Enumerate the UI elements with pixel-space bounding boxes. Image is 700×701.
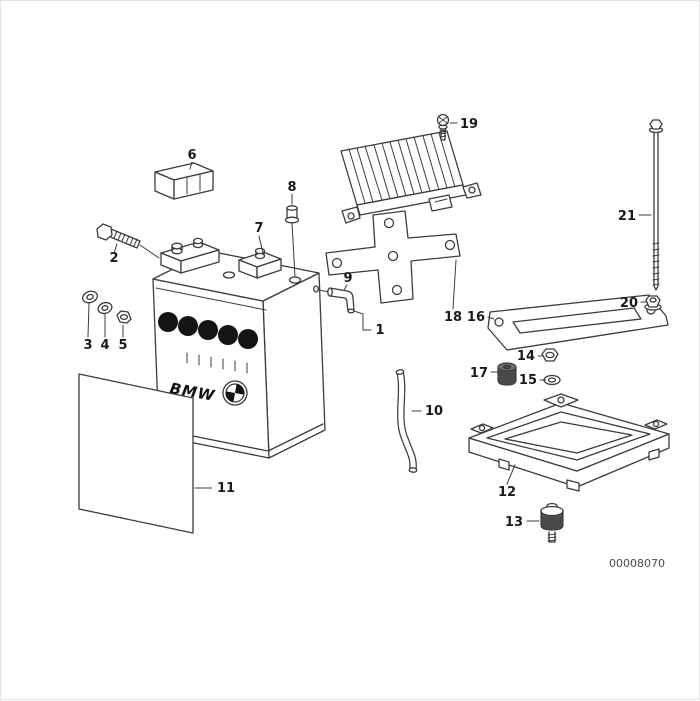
nut-5 — [116, 310, 132, 324]
callout-10-label[interactable]: 10 — [425, 404, 443, 419]
callout-11-label[interactable]: 11 — [217, 481, 235, 496]
hex-bolt-2 — [96, 223, 160, 259]
holder-strip-16 — [487, 294, 669, 351]
diagram-code: 00008070 — [609, 557, 665, 570]
battery-right-face — [262, 272, 326, 459]
vent-tube-10 — [395, 369, 418, 473]
callout-15-label[interactable]: 15 — [519, 373, 537, 388]
regulator-unit — [340, 130, 482, 224]
nut-14 — [541, 348, 559, 362]
callout-19-label[interactable]: 19 — [460, 117, 478, 132]
battery-terminal-platform-left — [160, 237, 220, 274]
leader-lines — [87, 122, 652, 522]
callout-18-label[interactable]: 18 — [444, 310, 462, 325]
callout-2-label[interactable]: 2 — [109, 251, 118, 266]
battery-terminal-block-center — [238, 247, 282, 279]
callout-1-label[interactable]: 1 — [375, 323, 384, 338]
callout-7-label[interactable]: 7 — [254, 221, 263, 236]
callout-4-label[interactable]: 4 — [100, 338, 109, 353]
battery-tray-12 — [468, 393, 670, 492]
regulator-fins — [348, 132, 456, 204]
callout-9-label[interactable]: 9 — [343, 271, 352, 286]
rubber-mount-13 — [540, 502, 564, 543]
callout-14-label[interactable]: 14 — [517, 349, 535, 364]
callout-6-label[interactable]: 6 — [187, 148, 196, 163]
screw-19 — [436, 113, 450, 141]
callout-16-label[interactable]: 16 — [467, 310, 485, 325]
insulation-sheet-11 — [78, 373, 194, 534]
callout-21-label[interactable]: 21 — [618, 209, 636, 224]
mounting-bracket-18 — [325, 210, 461, 304]
callout-8-label[interactable]: 8 — [287, 180, 296, 195]
callout-12-label[interactable]: 12 — [498, 485, 516, 500]
bmw-roundel-icon — [222, 380, 248, 406]
washer-3 — [82, 290, 98, 304]
callout-13-label[interactable]: 13 — [505, 515, 523, 530]
vent-cap-8 — [284, 205, 300, 278]
callout-5-label[interactable]: 5 — [118, 338, 127, 353]
flange-nut-20 — [644, 295, 662, 311]
washer-15 — [543, 374, 561, 386]
callout-labels: 1 2 3 4 5 6 7 8 9 10 11 12 13 14 15 16 1… — [83, 117, 638, 530]
battery-cell-dots — [158, 312, 258, 349]
hex-bolt-21 — [648, 119, 664, 291]
elbow-fitting-9 — [327, 287, 355, 314]
callout-3-label[interactable]: 3 — [83, 338, 92, 353]
spring-washer-4 — [97, 301, 113, 315]
callout-20-label[interactable]: 20 — [620, 296, 638, 311]
rubber-buffer-17 — [497, 362, 517, 386]
callout-17-label[interactable]: 17 — [470, 366, 488, 381]
battery-label-ticks — [186, 352, 248, 374]
terminal-clamp-6 — [154, 162, 214, 200]
